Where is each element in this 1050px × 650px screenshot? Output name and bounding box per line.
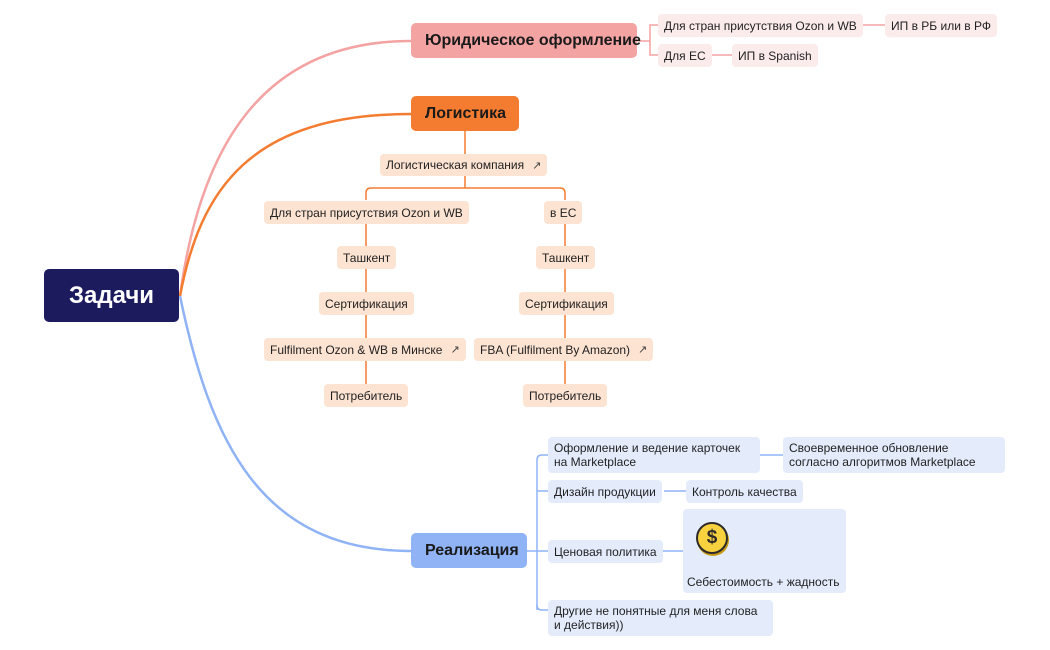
impl-item-quality[interactable]: Контроль качества [686, 480, 803, 503]
external-link-icon[interactable]: ↗ [532, 159, 542, 172]
topic-legal[interactable]: Юридическое оформление [411, 23, 641, 58]
branch-line-legal [178, 39, 412, 297]
logistics-left-consumer[interactable]: Потребитель [324, 384, 409, 407]
impl-item-cost-label: Себестоимость + жадность [687, 575, 840, 589]
logistics-right-fba[interactable]: FBA (Fulfilment By Amazon) ↗ [474, 338, 654, 361]
logistics-right-tashkent[interactable]: Ташкент [536, 246, 596, 269]
logistics-company-label: Логистическая компания [386, 158, 525, 172]
impl-item-cards[interactable]: Оформление и ведение карточек на Marketp… [548, 437, 760, 473]
logistics-right-eu[interactable]: в ЕС [544, 201, 583, 224]
branch-line-logistics [178, 112, 412, 297]
legal-item-eu[interactable]: Для ЕС [658, 44, 712, 67]
impl-item-pricing[interactable]: Ценовая политика [548, 540, 663, 563]
logistics-company[interactable]: Логистическая компания ↗ [380, 154, 548, 176]
external-link-icon[interactable]: ↗ [638, 344, 648, 356]
legal-item-ip-spanish[interactable]: ИП в Spanish [732, 44, 818, 67]
impl-item-algorithm-update[interactable]: Своевременное обновление согласно алгори… [783, 437, 1005, 473]
logistics-left-tashkent[interactable]: Ташкент [337, 246, 397, 269]
logistics-left-fulfilment-label: Fulfilment Ozon & WB в Минске [270, 342, 443, 357]
logistics-right-consumer[interactable]: Потребитель [523, 384, 608, 407]
logistics-left-fulfilment[interactable]: Fulfilment Ozon & WB в Минске ↗ [264, 338, 466, 361]
external-link-icon[interactable]: ↗ [450, 344, 460, 356]
impl-item-design[interactable]: Дизайн продукции [548, 480, 662, 503]
logistics-left-ozon-wb[interactable]: Для стран присутствия Ozon и WB [264, 201, 469, 224]
logistics-left-certification[interactable]: Сертификация [319, 292, 414, 315]
topic-logistics[interactable]: Логистика [411, 96, 519, 131]
root-node[interactable]: Задачи [44, 269, 179, 322]
logistics-right-certification[interactable]: Сертификация [519, 292, 614, 315]
legal-item-ozon-wb[interactable]: Для стран присутствия Ozon и WB [658, 14, 863, 37]
dollar-coin-icon: $ [696, 522, 728, 554]
topic-implementation[interactable]: Реализация [411, 533, 527, 568]
legal-item-ip-rb-rf[interactable]: ИП в РБ или в РФ [885, 14, 997, 37]
branch-line-implementation [178, 295, 412, 553]
logistics-right-fba-label: FBA (Fulfilment By Amazon) [480, 342, 631, 357]
impl-item-other[interactable]: Другие не понятные для меня слова и дейс… [548, 600, 773, 636]
